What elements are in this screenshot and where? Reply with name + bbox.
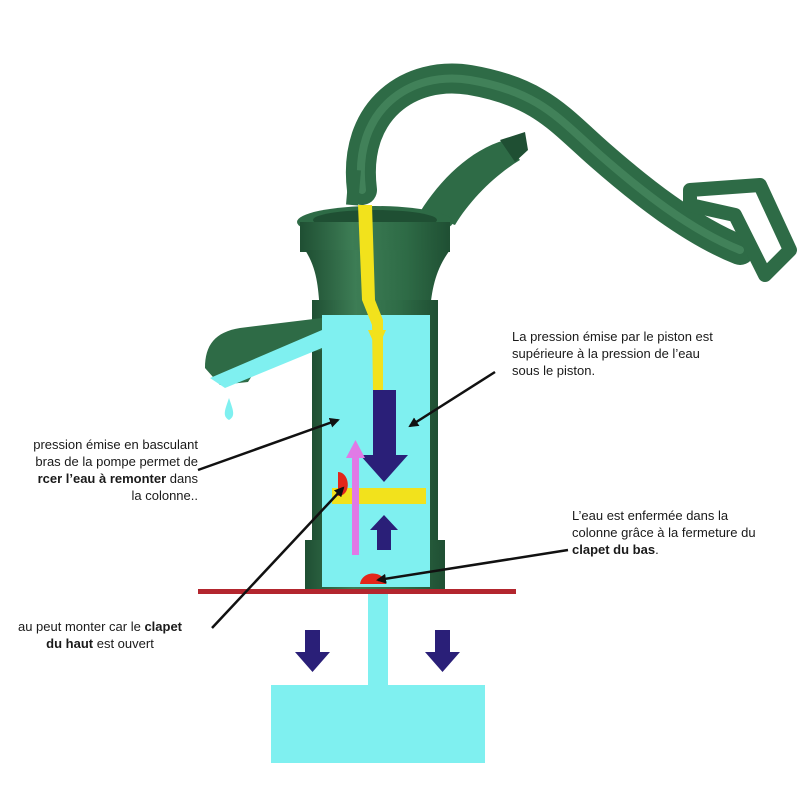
annotation-line: bras de la pompe permet de xyxy=(35,454,198,469)
annotation-bold: clapet xyxy=(144,619,183,634)
annotation-line: colonne grâce à la fermeture du xyxy=(572,525,756,540)
annotation-handle-pressure: pression émise en basculant bras de la p… xyxy=(0,436,198,504)
annotation-line: rcer l’eau à remonter dans xyxy=(0,470,198,487)
pointer-line-right-bottom xyxy=(376,548,569,584)
annotation-line: pression émise en basculant xyxy=(33,437,198,452)
annotation-line: La pression émise par le piston est xyxy=(512,329,713,344)
pointer-line-left xyxy=(197,417,340,472)
annotation-piston-pressure: La pression émise par le piston est supé… xyxy=(512,328,713,379)
annotation-bottom-valve: L’eau est enfermée dans la colonne grâce… xyxy=(572,507,756,558)
down-arrow-icon xyxy=(425,630,460,672)
annotation-line: la colonne.. xyxy=(131,488,199,503)
annotation-bold: rcer l’eau à remonter xyxy=(37,471,167,486)
pointer-line-top-right xyxy=(408,370,496,428)
down-arrow-icon xyxy=(360,390,408,482)
annotation-text: au peut monter car le xyxy=(17,619,145,634)
underground-pipe xyxy=(368,594,388,689)
piston-rod-arrowhead xyxy=(368,330,386,350)
down-arrow-icon xyxy=(295,630,330,672)
up-arrow-icon xyxy=(370,515,398,550)
annotation-line: supérieure à la pression de l’eau xyxy=(512,346,700,361)
annotation-line: sous le piston. xyxy=(512,363,596,378)
annotation-line: L’eau est enfermée dans la xyxy=(572,508,729,523)
pump-handle xyxy=(345,63,797,282)
annotation-bold: du haut xyxy=(46,636,94,651)
annotation-text: dans xyxy=(166,471,198,486)
ground-line xyxy=(198,589,516,594)
annotation-line: du haut est ouvert xyxy=(0,635,210,652)
annotation-text: est ouvert xyxy=(93,636,154,651)
water-drop-icon xyxy=(224,398,234,420)
annotation-top-valve: au peut monter car le clapet du haut est… xyxy=(0,618,210,652)
annotation-line: clapet du bas. xyxy=(572,541,756,558)
annotation-text: . xyxy=(655,542,659,557)
pivot-bracket xyxy=(420,132,528,225)
annotation-line: au peut monter car le clapet xyxy=(0,618,210,635)
pump-spout xyxy=(205,318,322,388)
pointer-line-bottom-left xyxy=(211,486,345,629)
water-reservoir xyxy=(271,685,485,763)
annotation-bold: clapet du bas xyxy=(572,542,656,557)
pink-up-arrow xyxy=(346,440,365,555)
